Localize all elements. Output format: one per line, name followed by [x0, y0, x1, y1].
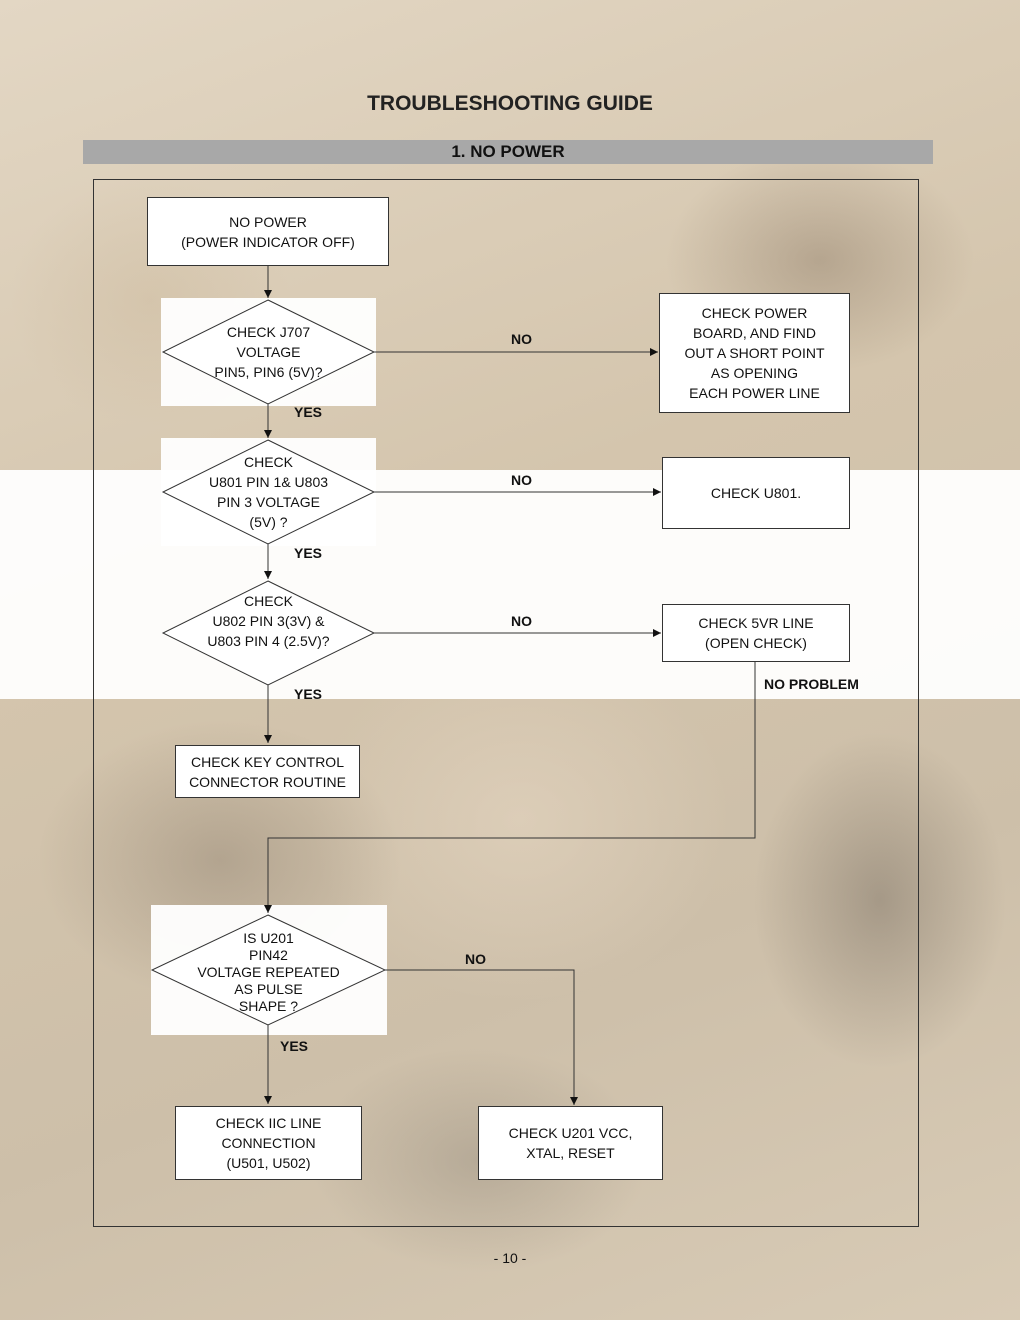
decision-4-text: IS U201 PIN42 VOLTAGE REPEATED AS PULSE … [197, 930, 340, 1014]
u201-check-box: CHECK U201 VCC, XTAL, RESET [478, 1106, 663, 1180]
yes-label: YES [294, 686, 323, 702]
result-box-u801: CHECK U801. [662, 457, 850, 529]
yes-label: YES [294, 404, 323, 420]
no-label: NO [511, 472, 532, 488]
result-box-5vr-line: CHECK 5VR LINE (OPEN CHECK) [662, 604, 850, 662]
no-label: NO [511, 331, 532, 347]
page-title: TROUBLESHOOTING GUIDE [367, 92, 653, 115]
key-control-box: CHECK KEY CONTROL CONNECTOR ROUTINE [175, 745, 360, 798]
flowchart-frame [93, 179, 919, 1227]
decision-2-text: CHECK U801 PIN 1& U803 PIN 3 VOLTAGE (5V… [208, 454, 329, 530]
yes-label: YES [280, 1038, 309, 1054]
no-label: NO [465, 951, 486, 967]
decision-3-text: CHECK U802 PIN 3(3V) & U803 PIN 4 (2.5V)… [207, 593, 330, 649]
yes-label: YES [294, 545, 323, 561]
section-header: 1. NO POWER [83, 140, 933, 164]
result-box-power-board: CHECK POWER BOARD, AND FIND OUT A SHORT … [659, 293, 850, 413]
iic-line-box: CHECK IIC LINE CONNECTION (U501, U502) [175, 1106, 362, 1180]
no-label: NO [511, 613, 532, 629]
page-number: - 10 - [493, 1250, 527, 1266]
no-problem-label: NO PROBLEM [764, 676, 859, 692]
decision-1-text: CHECK J707 VOLTAGE PIN5, PIN6 (5V)? [214, 324, 323, 380]
start-box: NO POWER (POWER INDICATOR OFF) [147, 197, 389, 266]
